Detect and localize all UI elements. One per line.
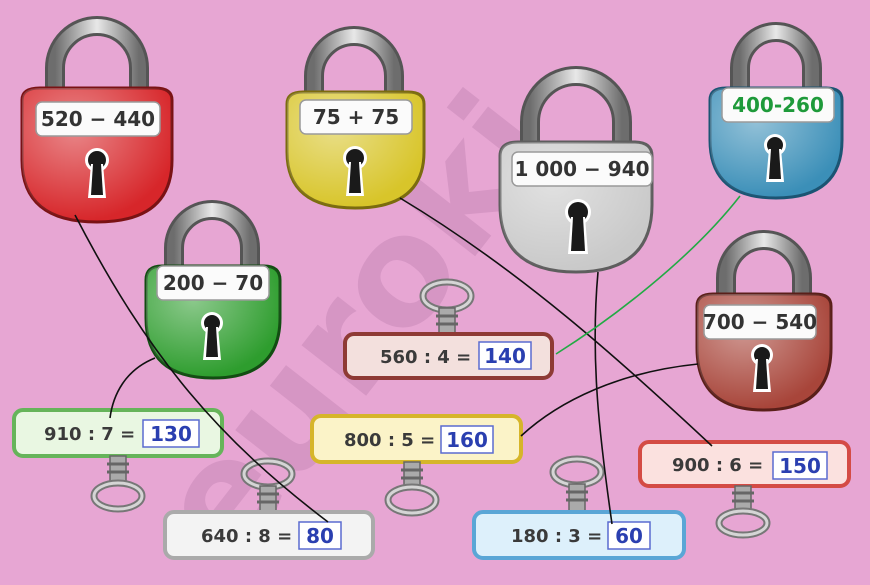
lock-blue-plate	[721, 87, 835, 123]
key-bow-icon	[90, 455, 146, 513]
lock-brown-plate	[703, 304, 817, 340]
lock-blue-label: 400-260	[732, 93, 824, 117]
lock-brown[interactable]: 700 − 540	[695, 230, 833, 412]
keyhole-icon	[85, 148, 109, 198]
key-560-answer: 140	[484, 344, 526, 368]
key-180[interactable]: 180 : 3 = 60	[472, 455, 686, 560]
key-910-expr: 910 : 7 =	[44, 424, 135, 445]
match-line-blue-560	[555, 195, 741, 355]
lock-red[interactable]: 520 − 440	[20, 16, 174, 224]
key-640[interactable]: 640 : 8 = 80	[163, 457, 375, 560]
key-800[interactable]: 800 : 5 = 160	[310, 414, 523, 517]
lock-yellow-plate	[299, 99, 413, 135]
lock-silver-label: 1 000 − 940	[514, 157, 649, 181]
lock-yellow[interactable]: 75 + 75	[285, 26, 426, 210]
match-lines	[74, 195, 741, 525]
key-800-answer: 160	[446, 428, 488, 452]
key-bow-icon	[240, 457, 296, 513]
keyhole-icon	[751, 344, 773, 392]
key-640-expr: 640 : 8 =	[201, 526, 292, 547]
key-640-answer: 80	[306, 524, 334, 548]
match-line-green-910	[109, 357, 156, 419]
key-560-expr: 560 : 4 =	[380, 347, 471, 368]
match-line-yellow-900	[399, 197, 713, 447]
keyhole-icon	[764, 134, 786, 182]
lock-blue[interactable]: 400-260	[708, 22, 844, 200]
lock-red-label: 520 − 440	[41, 107, 155, 131]
key-900-answer: 150	[779, 454, 821, 478]
lock-red-plate	[35, 101, 161, 137]
key-bow-icon	[715, 485, 771, 539]
keyhole-icon	[201, 312, 223, 360]
match-line-silver-180	[594, 271, 613, 525]
key-800-expr: 800 : 5 =	[344, 430, 435, 451]
key-bow-icon	[419, 278, 475, 335]
lock-silver[interactable]: 1 000 − 940	[498, 66, 654, 274]
keyhole-icon	[343, 146, 367, 196]
key-900-expr: 900 : 6 =	[672, 455, 763, 476]
key-560[interactable]: 560 : 4 = 140	[343, 278, 554, 380]
key-910[interactable]: 910 : 7 = 130	[12, 408, 224, 513]
match-line-brown-800	[520, 363, 699, 437]
lock-green-plate	[156, 265, 270, 301]
key-910-answer: 130	[150, 422, 192, 446]
key-bow-icon	[549, 455, 605, 513]
keyhole-icon	[565, 199, 591, 254]
lock-green-label: 200 − 70	[163, 271, 263, 295]
lock-green[interactable]: 200 − 70	[144, 200, 282, 380]
lock-silver-plate	[511, 151, 653, 187]
key-180-expr: 180 : 3 =	[511, 526, 602, 547]
match-line-red-640	[74, 214, 329, 523]
key-900[interactable]: 900 : 6 = 150	[638, 440, 851, 539]
lock-brown-label: 700 − 540	[703, 310, 817, 334]
key-180-answer: 60	[615, 524, 643, 548]
lock-yellow-label: 75 + 75	[313, 105, 399, 129]
key-bow-icon	[384, 461, 440, 517]
